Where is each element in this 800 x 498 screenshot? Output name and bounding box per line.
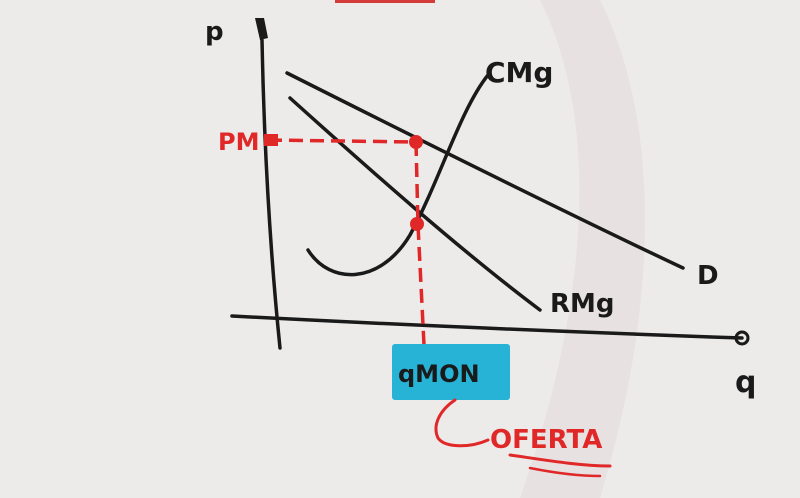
annotation-underline-2 — [528, 466, 602, 478]
price-axis-mark — [264, 134, 278, 146]
price-guide-line — [267, 138, 417, 144]
x-axis-label: q — [735, 365, 756, 400]
y-axis-arrow — [255, 18, 268, 40]
y-axis-label: p — [205, 17, 224, 47]
annotation-text: OFERTA — [490, 425, 602, 455]
quantity-highlight — [392, 344, 510, 400]
demand-point — [409, 135, 423, 149]
quantity-guide-line — [414, 141, 426, 346]
annotation-bracket — [434, 398, 490, 448]
background-shadow — [520, 0, 645, 498]
annotation-underline — [508, 453, 612, 468]
rmg-label: RMg — [550, 289, 615, 319]
price-label: PM — [218, 128, 259, 156]
equilibrium-point — [410, 217, 424, 231]
marginal-revenue-curve — [288, 96, 542, 312]
top-red-strip — [335, 0, 435, 3]
marginal-cost-curve — [306, 73, 490, 277]
demand-curve — [285, 71, 685, 270]
y-axis — [260, 38, 282, 350]
quantity-label: qMON — [398, 360, 480, 388]
x-axis-arrow — [734, 330, 750, 346]
cmg-label: CMg — [485, 56, 553, 89]
x-axis — [230, 314, 744, 340]
demand-label: D — [697, 261, 719, 291]
